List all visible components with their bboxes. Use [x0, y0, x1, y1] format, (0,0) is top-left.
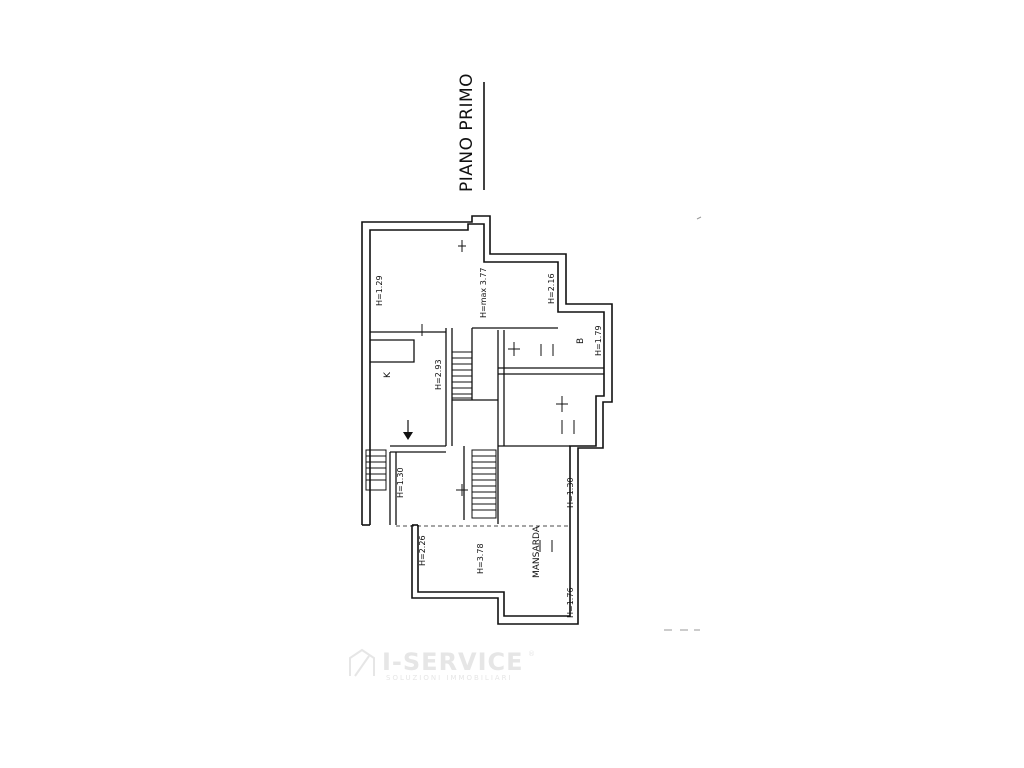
- room-label-attic: MANSARDA: [532, 525, 542, 578]
- plan-title-group: PIANO PRIMO: [457, 73, 485, 192]
- outer-walls: [361, 215, 613, 625]
- height-label: H=1.76: [566, 587, 575, 618]
- house-icon: [349, 648, 375, 677]
- height-label: H=2.93: [434, 359, 443, 390]
- height-label: H=max 3.77: [479, 267, 488, 318]
- height-label: H=2.16: [547, 273, 556, 304]
- height-label: H=3.78: [476, 543, 485, 574]
- height-label: H=2.26: [418, 535, 427, 566]
- scan-marks: [664, 216, 702, 631]
- watermark-registered: ®: [528, 650, 537, 658]
- room-label-kitchen: K: [383, 371, 393, 378]
- watermark-brand: I-SERVICE: [382, 648, 524, 676]
- plan-title: PIANO PRIMO: [457, 73, 477, 192]
- interior-walls: [370, 327, 604, 525]
- watermark-subtitle: SOLUZIONI IMMOBILIARI: [386, 674, 513, 682]
- height-label: H=1.30: [566, 477, 575, 508]
- entry-arrow-icon: [403, 420, 413, 440]
- height-label: H=1.30: [396, 467, 405, 498]
- watermark-logo: I-SERVICE SOLUZIONI IMMOBILIARI ®: [349, 648, 537, 682]
- staircases: [365, 351, 497, 519]
- room-label-bath: B: [576, 338, 586, 344]
- height-label: H=1.79: [594, 325, 603, 356]
- height-label: H=1.29: [375, 275, 384, 306]
- fixture-marks: [421, 240, 575, 552]
